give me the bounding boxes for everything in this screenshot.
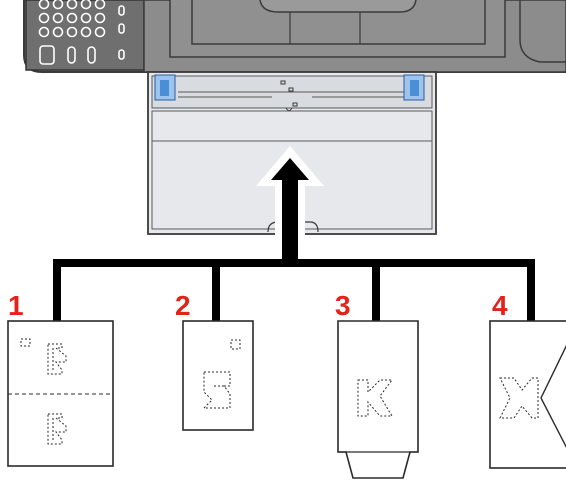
control-panel xyxy=(25,0,145,71)
keypad xyxy=(38,0,125,65)
envelope-landscape-icon xyxy=(489,320,566,469)
step-number-3: 3 xyxy=(335,290,351,321)
printer-body xyxy=(23,0,566,73)
envelope-portrait-icon xyxy=(337,320,419,479)
folded-paper-icon xyxy=(7,320,114,467)
feed-arrow-icon xyxy=(256,146,324,262)
step-number-2: 2 xyxy=(175,290,191,321)
output-tray-area xyxy=(143,0,566,73)
postcard-icon xyxy=(182,320,254,431)
branch-connector xyxy=(53,259,535,321)
step-number-4: 4 xyxy=(492,290,508,321)
step-number-1: 1 xyxy=(8,290,24,321)
